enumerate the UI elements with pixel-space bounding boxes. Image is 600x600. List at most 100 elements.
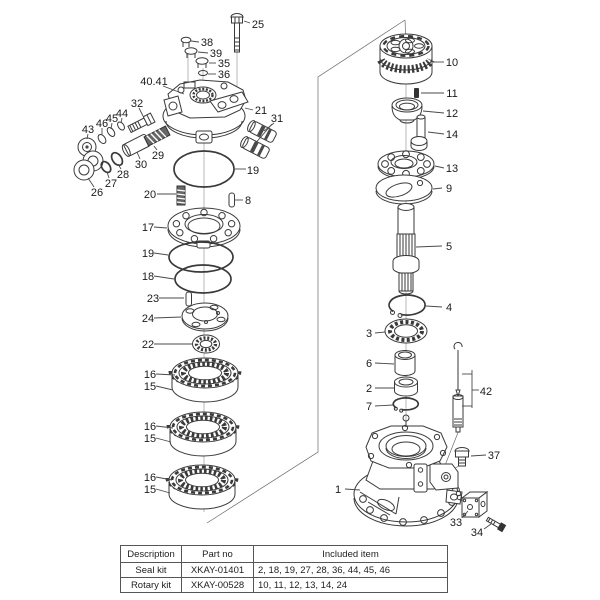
part-18-oring bbox=[174, 264, 232, 294]
part-19-oring-mid bbox=[168, 241, 234, 273]
part-label-27: 27 bbox=[105, 178, 117, 190]
parts-kit-table: Description Part no Included item Seal k… bbox=[120, 545, 448, 593]
leader-line-6 bbox=[374, 362, 395, 365]
part-33-valve-block bbox=[455, 490, 489, 518]
part-12-cup bbox=[391, 97, 423, 124]
part-label-37: 37 bbox=[488, 450, 500, 462]
part-label-32: 32 bbox=[131, 98, 143, 110]
leader-line-1 bbox=[344, 488, 361, 491]
part-39-plug bbox=[184, 47, 198, 58]
leader-line-7 bbox=[374, 404, 394, 407]
part-26-plugs bbox=[73, 150, 104, 181]
leader-line-34 bbox=[483, 523, 492, 530]
part-label-15: 15 bbox=[144, 484, 156, 496]
part-16-15-gearset-1 bbox=[172, 358, 238, 402]
part-16-15-gearset-2 bbox=[170, 412, 236, 456]
part-label-8: 8 bbox=[245, 195, 251, 207]
part-27-ring bbox=[100, 160, 112, 174]
part-1-housing bbox=[353, 414, 463, 527]
part-14-pin bbox=[410, 114, 428, 151]
leader-line-16 bbox=[155, 476, 173, 481]
part-42-level-gauge bbox=[452, 341, 464, 433]
part-20-spring bbox=[176, 185, 186, 206]
table-row-rotary-kit: Rotary kit XKAY-00528 10, 11, 12, 13, 14… bbox=[120, 577, 448, 593]
part-37-plug-bolt bbox=[454, 447, 470, 467]
part-label-17: 17 bbox=[142, 222, 154, 234]
part-10-gear-carrier bbox=[377, 33, 435, 85]
part-label-26: 26 bbox=[91, 187, 103, 199]
leader-line-15 bbox=[155, 488, 171, 494]
part-label-5: 5 bbox=[446, 241, 452, 253]
part-label-16: 16 bbox=[144, 421, 156, 433]
leader-line-30 bbox=[136, 151, 141, 160]
leader-line-3 bbox=[374, 331, 386, 334]
part-label-35: 35 bbox=[218, 58, 230, 70]
part-label-16: 16 bbox=[144, 369, 156, 381]
part-9-plate bbox=[375, 174, 433, 205]
leader-line-17 bbox=[153, 226, 168, 229]
part-19-oring-top bbox=[173, 150, 235, 188]
part-label-28: 28 bbox=[117, 169, 129, 181]
table-row-seal-kit: Seal kit XKAY-01401 2, 18, 19, 27, 28, 3… bbox=[120, 562, 448, 578]
part-label-39: 39 bbox=[210, 48, 222, 60]
rotary-kit-included: 10, 11, 12, 13, 14, 24 bbox=[253, 577, 448, 593]
part-label-12: 12 bbox=[446, 108, 458, 120]
leader-line-9 bbox=[432, 187, 443, 190]
part-6-bushing bbox=[394, 350, 416, 376]
leader-line-37 bbox=[470, 454, 487, 457]
part-22-bearing bbox=[192, 334, 220, 354]
seal-kit-part-no: XKAY-01401 bbox=[181, 562, 254, 578]
part-29-spring bbox=[143, 125, 171, 147]
part-2-seal-ring bbox=[394, 376, 418, 397]
leader-line-13 bbox=[434, 165, 445, 169]
table-header-row: Description Part no Included item bbox=[120, 545, 448, 563]
part-35-plug bbox=[195, 57, 209, 68]
part-36-oring bbox=[198, 70, 208, 76]
part-21-valve-head bbox=[162, 79, 249, 144]
part-label-7: 7 bbox=[366, 401, 372, 413]
part-30-piston bbox=[121, 133, 151, 157]
leader-line-14 bbox=[427, 131, 445, 135]
part-label-22: 22 bbox=[142, 339, 154, 351]
part-label-13: 13 bbox=[446, 163, 458, 175]
leader-line-29 bbox=[153, 145, 158, 151]
part-45-ring bbox=[106, 127, 116, 137]
col-header-description: Description bbox=[120, 545, 182, 563]
part-label-19: 19 bbox=[247, 165, 259, 177]
part-label-4: 4 bbox=[446, 302, 452, 314]
leader-line-15 bbox=[155, 437, 172, 443]
part-11-pin bbox=[414, 88, 419, 98]
part-label-40.41: 40.41 bbox=[140, 76, 168, 88]
part-44-ring bbox=[117, 121, 125, 131]
rotary-kit-description: Rotary kit bbox=[120, 577, 182, 593]
part-label-34: 34 bbox=[471, 527, 483, 539]
part-label-44: 44 bbox=[116, 108, 128, 120]
leader-line-16 bbox=[155, 425, 174, 429]
part-label-9: 9 bbox=[446, 183, 452, 195]
part-label-15: 15 bbox=[144, 433, 156, 445]
leader-line-40.41 bbox=[162, 85, 185, 95]
leader-line-28 bbox=[117, 163, 122, 170]
part-label-36: 36 bbox=[218, 69, 230, 81]
part-label-11: 11 bbox=[446, 88, 457, 100]
leader-line-4 bbox=[425, 305, 443, 308]
part-label-46: 46 bbox=[96, 118, 108, 130]
part-label-24: 24 bbox=[142, 313, 154, 325]
leader-line-38 bbox=[190, 40, 200, 43]
leader-line-44 bbox=[120, 117, 123, 124]
leader-line-31 bbox=[253, 123, 273, 146]
part-label-6: 6 bbox=[366, 358, 372, 370]
leader-line-43 bbox=[86, 133, 89, 140]
part-label-25: 25 bbox=[252, 19, 264, 31]
part-label-14: 14 bbox=[446, 129, 458, 141]
leader-line-27 bbox=[106, 171, 110, 179]
part-label-18: 18 bbox=[142, 271, 154, 283]
part-28-ring bbox=[110, 151, 124, 167]
leader-line-15 bbox=[155, 385, 174, 391]
part-13-plate bbox=[377, 150, 435, 180]
part-label-45: 45 bbox=[106, 113, 118, 125]
part-label-23: 23 bbox=[147, 293, 159, 305]
